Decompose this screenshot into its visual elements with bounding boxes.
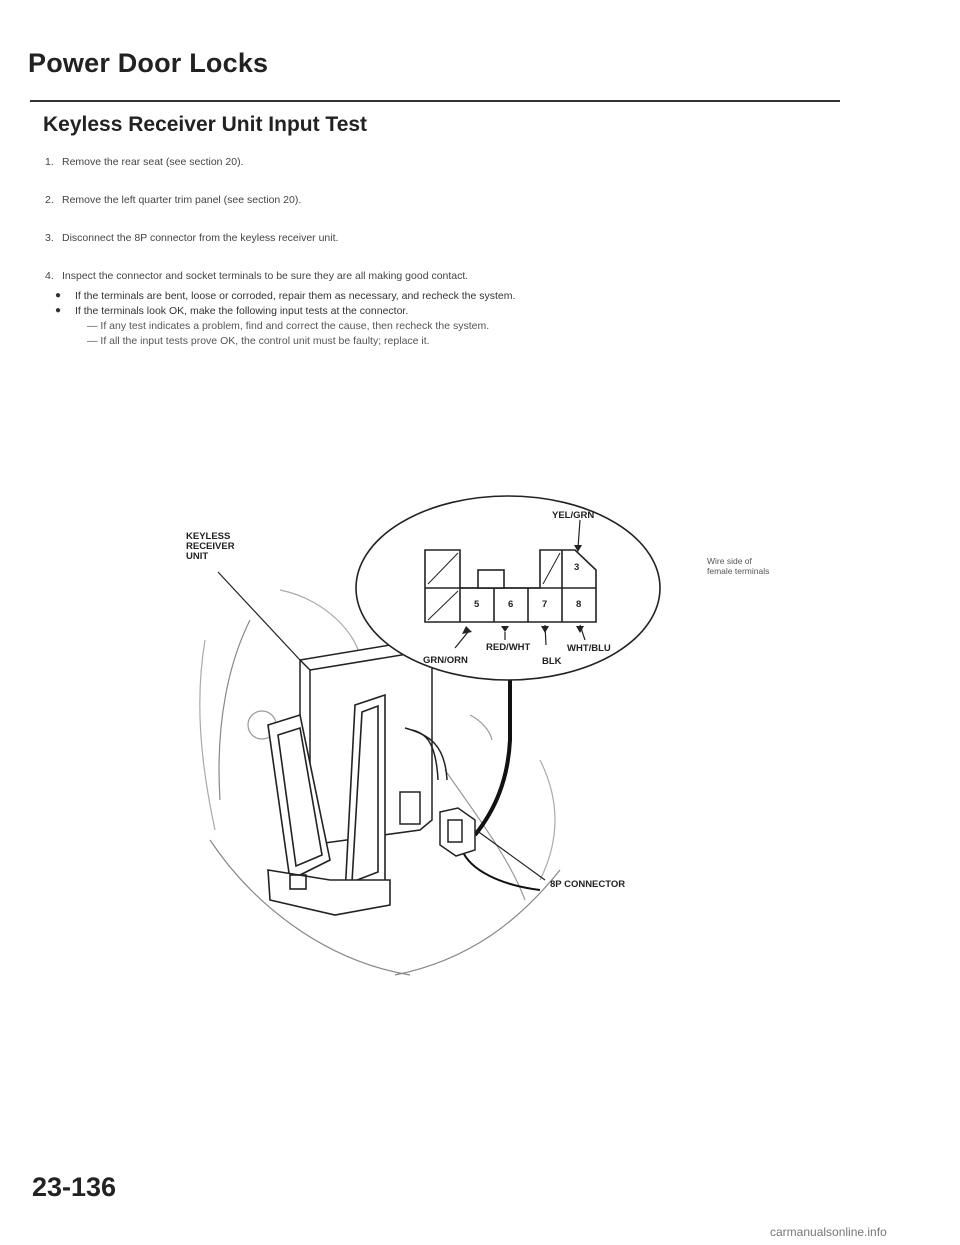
pin-6-label: 6: [508, 599, 514, 610]
step-text: Remove the left quarter trim panel (see …: [62, 194, 302, 206]
keyless-receiver-unit-label: KEYLESS RECEIVER UNIT: [186, 531, 235, 562]
step-item: 3. Disconnect the 8P connector from the …: [45, 232, 845, 244]
pin-5-label: 5: [474, 599, 480, 610]
wht-blu-label: WHT/BLU: [567, 643, 611, 654]
bullet-item: ● If the terminals look OK, make the fol…: [55, 305, 845, 317]
watermark: carmanualsonline.info: [770, 1225, 887, 1239]
grn-orn-label: GRN/ORN: [423, 655, 468, 666]
sub-bullet-item: — If all the input tests prove OK, the c…: [87, 335, 430, 347]
wire-side-label: Wire side of female terminals: [707, 556, 770, 576]
bullet-text: If the terminals look OK, make the follo…: [75, 305, 409, 317]
steps-list: 1. Remove the rear seat (see section 20)…: [45, 156, 845, 308]
pin-8-label: 8: [576, 599, 582, 610]
sub-bullet-list: — If any test indicates a problem, find …: [87, 320, 845, 347]
mounting-bracket: [267, 693, 391, 916]
step-number: 1.: [45, 156, 54, 168]
step-item: 4. Inspect the connector and socket term…: [45, 270, 845, 282]
bullet-dot-icon: ●: [55, 290, 62, 301]
bullet-text: If the terminals are bent, loose or corr…: [75, 290, 516, 302]
step-text: Remove the rear seat (see section 20).: [62, 156, 244, 168]
red-wht-label: RED/WHT: [486, 642, 531, 653]
pin-7-label: 7: [542, 599, 548, 610]
step-number: 2.: [45, 194, 54, 206]
bullet-dot-icon: ●: [55, 305, 62, 316]
8p-connector-illustration: [439, 807, 476, 857]
page-title: Power Door Locks: [28, 48, 269, 78]
callout-lines: [217, 571, 546, 881]
title-divider: [30, 100, 840, 102]
bullet-item: ● If the terminals are bent, loose or co…: [55, 290, 845, 302]
page-number: 23-136: [32, 1172, 117, 1202]
step-item: 1. Remove the rear seat (see section 20)…: [45, 156, 845, 168]
step-text: Disconnect the 8P connector from the key…: [62, 232, 339, 244]
yel-grn-label: YEL/GRN: [552, 510, 595, 521]
section-title: Keyless Receiver Unit Input Test: [43, 113, 368, 136]
bullet-list: ● If the terminals are bent, loose or co…: [55, 290, 845, 350]
wire-harness: [461, 670, 541, 891]
step-number: 3.: [45, 232, 54, 244]
step-text: Inspect the connector and socket termina…: [62, 270, 469, 282]
step-number: 4.: [45, 270, 54, 282]
pin-3-label: 3: [574, 562, 580, 573]
8p-connector-label: 8P CONNECTOR: [550, 879, 626, 890]
connector-face: [424, 549, 597, 623]
sub-bullet-item: — If any test indicates a problem, find …: [87, 320, 490, 332]
blk-label: BLK: [542, 656, 562, 667]
step-item: 2. Remove the left quarter trim panel (s…: [45, 194, 845, 206]
arrow-heads: [462, 545, 584, 634]
